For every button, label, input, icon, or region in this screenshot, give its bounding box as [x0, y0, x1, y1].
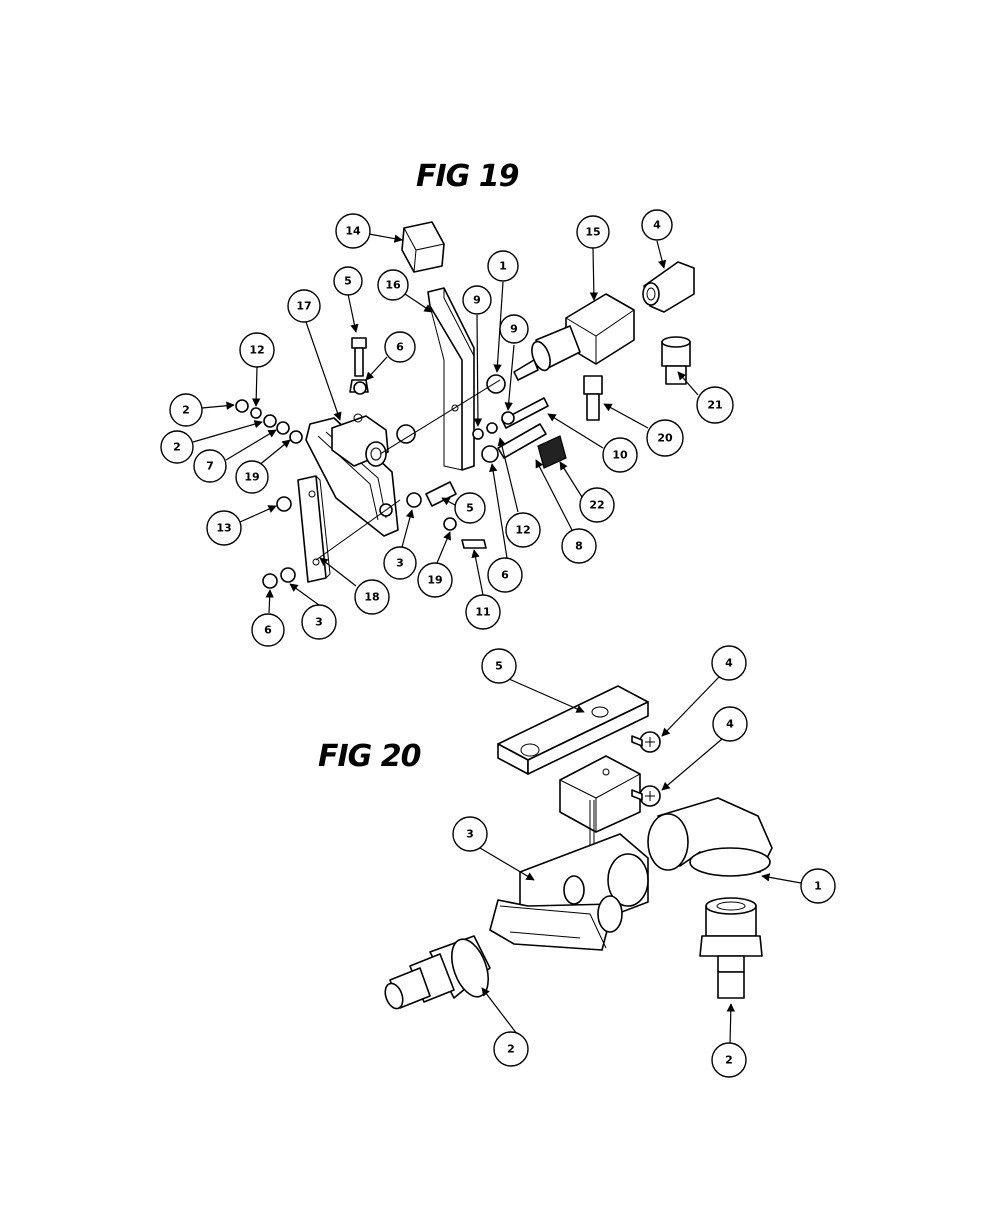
fig19-callout: 12 [239, 332, 275, 368]
fig19-part-washers [235, 374, 515, 589]
svg-text:6: 6 [264, 624, 272, 637]
svg-text:20: 20 [657, 432, 673, 445]
fig19-leaders [192, 233, 699, 614]
fig19-callout: 2 [169, 393, 203, 427]
svg-text:4: 4 [725, 657, 733, 670]
fig19-callout: 5 [454, 492, 486, 524]
fig19-callout: 1 [487, 250, 519, 282]
fig19-callout: 21 [696, 386, 734, 424]
svg-text:12: 12 [249, 344, 264, 357]
fig19-part-valve [513, 293, 635, 421]
svg-text:11: 11 [475, 606, 490, 619]
svg-text:13: 13 [216, 522, 231, 535]
fig19-callout: 5 [333, 266, 363, 296]
fig19-callout: 20 [646, 419, 684, 457]
fig20-callout: 5 [481, 648, 517, 684]
svg-text:21: 21 [707, 399, 722, 412]
svg-text:7: 7 [206, 460, 214, 473]
fig19-title: FIG 19 [416, 159, 519, 194]
figure-20: FIG 20 [318, 645, 836, 1078]
fig19-callout: 14 [335, 213, 371, 249]
fig19-callout: 16 [377, 269, 409, 301]
svg-text:1: 1 [814, 880, 822, 893]
fig20-part-elbow [647, 797, 773, 877]
fig19-callout: 3 [383, 546, 417, 580]
svg-text:2: 2 [173, 441, 181, 454]
svg-text:19: 19 [427, 574, 442, 587]
svg-text:8: 8 [575, 540, 583, 553]
fig20-callout: 4 [711, 645, 747, 681]
fig19-callout: 4 [641, 209, 673, 241]
fig20-part-barb-left [384, 935, 491, 1010]
fig19-part-bracket [305, 413, 399, 537]
fig20-part-valve [489, 833, 649, 951]
fig19-callout: 10 [602, 437, 638, 473]
svg-text:12: 12 [515, 524, 530, 537]
svg-text:22: 22 [589, 499, 604, 512]
svg-text:5: 5 [344, 275, 352, 288]
fig20-part-plate [497, 685, 649, 833]
svg-text:3: 3 [315, 616, 323, 629]
svg-text:10: 10 [612, 449, 628, 462]
svg-text:9: 9 [473, 294, 481, 307]
svg-text:2: 2 [725, 1054, 733, 1067]
fig19-part-elbow [642, 261, 695, 313]
fig19-part-lever [427, 287, 475, 471]
fig19-part-pad [401, 221, 445, 273]
fig20-part-screws [631, 731, 661, 807]
svg-text:6: 6 [396, 341, 404, 354]
fig20-part-barb-right [699, 897, 763, 999]
svg-text:4: 4 [726, 718, 734, 731]
fig20-leaders [479, 676, 802, 1045]
fig19-part-pins [425, 397, 549, 549]
fig19-part-spring [537, 435, 567, 469]
figure-19: FIG 19 [160, 159, 734, 647]
fig19-callout: 12 [505, 512, 541, 548]
fig19-callout: 18 [354, 579, 390, 615]
fig20-callout: 4 [712, 706, 748, 742]
svg-text:2: 2 [182, 404, 190, 417]
svg-text:19: 19 [244, 471, 259, 484]
fig19-callout: 17 [287, 289, 321, 323]
fig19-callout: 2 [160, 430, 194, 464]
fig19-part-plate [297, 475, 331, 583]
fig19-callout: 3 [301, 604, 337, 640]
svg-text:3: 3 [466, 828, 474, 841]
fig20-callout: 3 [452, 816, 488, 852]
fig20-callout: 1 [800, 868, 836, 904]
fig19-callout: 19 [235, 460, 269, 494]
fig19-callout: 9 [462, 285, 492, 315]
fig19-callout: 15 [576, 215, 610, 249]
fig19-callout: 13 [206, 510, 242, 546]
fig19-callout: 9 [499, 314, 529, 344]
svg-text:5: 5 [466, 502, 474, 515]
fig19-centerlines [315, 379, 501, 561]
fig19-callout: 8 [561, 528, 597, 564]
fig19-callout: 22 [579, 487, 615, 523]
svg-text:16: 16 [385, 279, 401, 292]
fig19-callout: 6 [384, 331, 416, 363]
svg-text:15: 15 [585, 226, 600, 239]
svg-text:4: 4 [653, 219, 661, 232]
fig19-callout: 7 [193, 449, 227, 483]
fig19-callout: 11 [465, 594, 501, 630]
svg-text:14: 14 [345, 225, 361, 238]
fig19-callout: 6 [487, 557, 523, 593]
svg-text:18: 18 [364, 591, 379, 604]
fig19-callout: 6 [251, 613, 285, 647]
svg-text:9: 9 [510, 323, 518, 336]
svg-text:2: 2 [507, 1043, 515, 1056]
svg-text:5: 5 [495, 660, 503, 673]
fig20-callout: 2 [493, 1031, 529, 1067]
svg-text:6: 6 [501, 569, 509, 582]
fig19-callout: 19 [417, 562, 453, 598]
svg-text:3: 3 [396, 557, 404, 570]
fig20-callout: 2 [711, 1042, 747, 1078]
svg-text:1: 1 [499, 260, 507, 273]
svg-text:17: 17 [296, 300, 311, 313]
fig20-title: FIG 20 [318, 739, 421, 774]
fig19-part-fitting [661, 336, 691, 385]
